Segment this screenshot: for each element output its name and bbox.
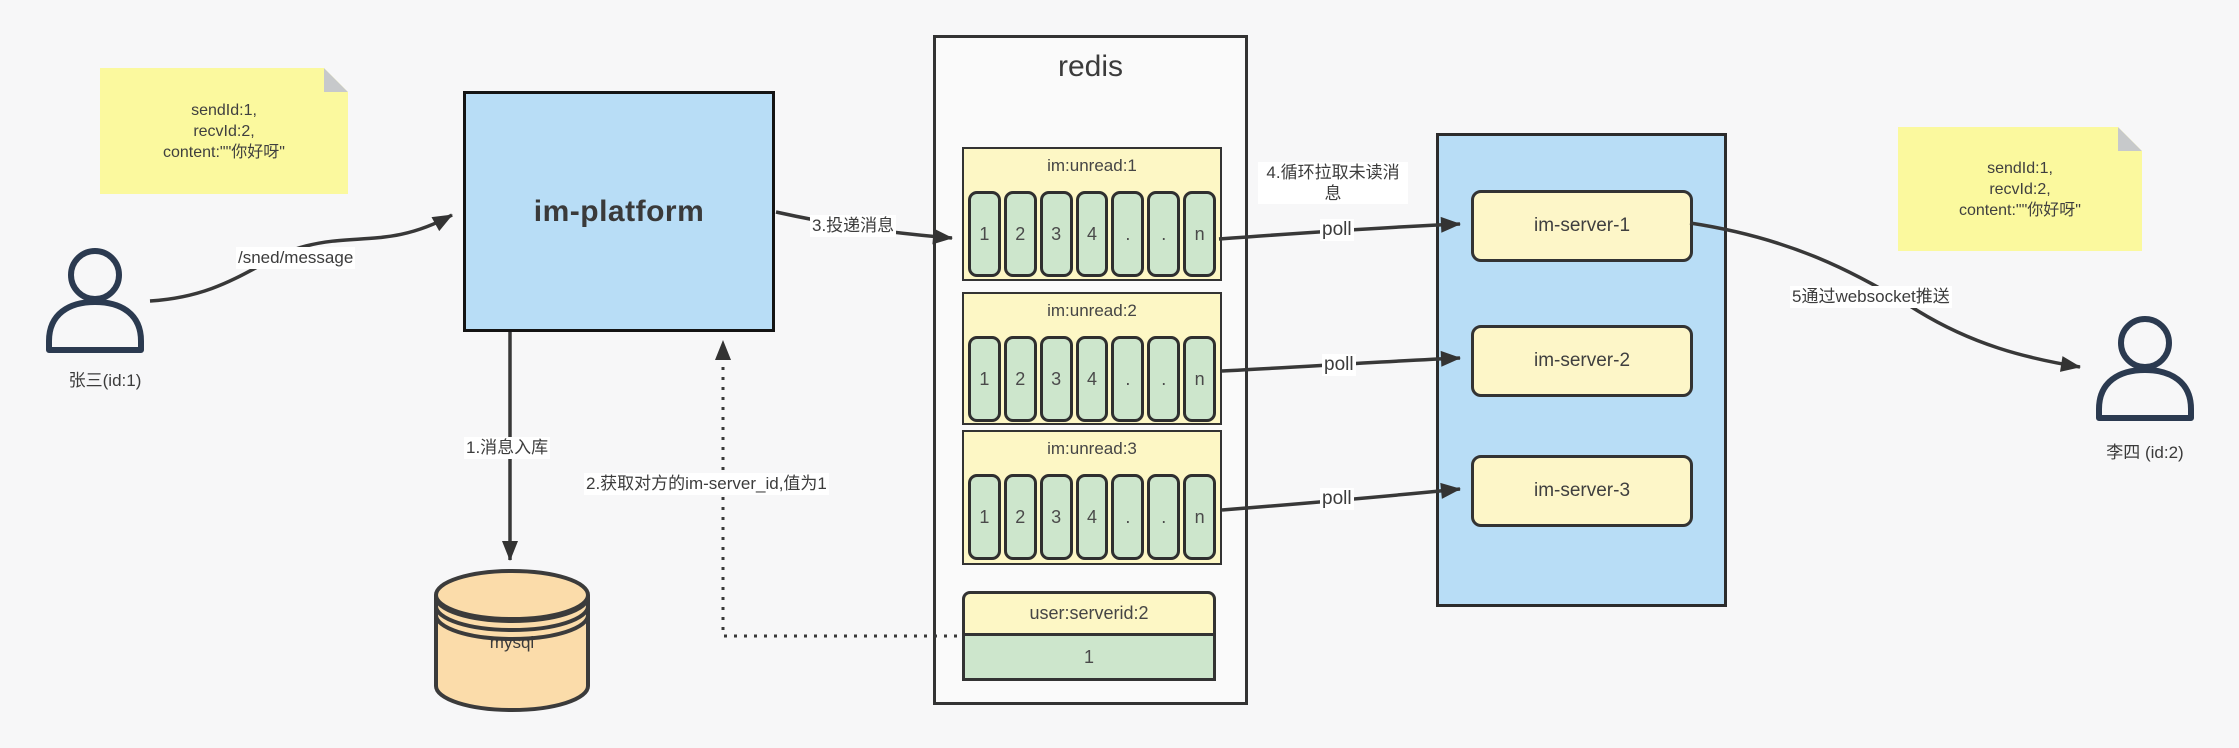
redis-queue-unread-2: im:unread:2 1 2 3 4 . . n — [962, 292, 1222, 425]
redis-container: redis im:unread:1 1 2 3 4 . . n im:unrea… — [933, 35, 1248, 705]
im-server-1-label: im-server-1 — [1533, 215, 1631, 236]
queue-cell: . — [1111, 474, 1145, 560]
queue-cells: 1 2 3 4 . . n — [968, 336, 1217, 422]
person-receiver-icon — [2090, 316, 2200, 424]
edge-label-poll-3: poll — [1320, 488, 1354, 510]
mysql-database-icon — [433, 568, 591, 716]
edge-label-step4: 4.循环拉取未读消息 — [1258, 162, 1408, 204]
user-serverid-header: user:serverid:2 — [962, 591, 1216, 636]
queue-cell: 2 — [1003, 191, 1037, 277]
redis-queue-unread-3: im:unread:3 1 2 3 4 . . n — [962, 430, 1222, 565]
queue-header: im:unread:1 — [1047, 156, 1137, 175]
queue-cells: 1 2 3 4 . . n — [968, 191, 1217, 277]
queue-cell: 1 — [968, 336, 1001, 422]
queue-header: im:unread:3 — [1047, 439, 1137, 458]
edge-label-poll-1: poll — [1320, 219, 1354, 241]
queue-cell: 2 — [1003, 336, 1037, 422]
redis-user-serverid-block: user:serverid:2 1 — [962, 591, 1216, 681]
queue-cell: 3 — [1039, 191, 1073, 277]
queue-cell: . — [1111, 336, 1145, 422]
queue-cell: 1 — [968, 474, 1001, 560]
im-server-3-box: im-server-3 — [1471, 455, 1693, 527]
queue-cell: n — [1183, 336, 1217, 422]
edge-label-step5: 5通过websocket推送 — [1790, 286, 1952, 308]
queue-cell: n — [1183, 191, 1217, 277]
im-platform-box: im-platform — [463, 91, 775, 332]
edge-label-step2: 2.获取对方的im-server_id,值为1 — [584, 473, 829, 495]
sticky-note-receiver-text: sendId:1, recvId:2, content:""你好呀" — [1959, 159, 2081, 219]
queue-cells: 1 2 3 4 . . n — [968, 474, 1217, 560]
queue-cell: 3 — [1039, 336, 1073, 422]
queue-cell: n — [1183, 474, 1217, 560]
redis-queue-unread-1: im:unread:1 1 2 3 4 . . n — [962, 147, 1222, 281]
im-server-2-label: im-server-2 — [1533, 350, 1631, 371]
queue-cell: 3 — [1039, 474, 1073, 560]
im-server-3-label: im-server-3 — [1533, 480, 1631, 501]
person-sender-icon — [40, 248, 150, 356]
sticky-note-sender-text: sendId:1, recvId:2, content:""你好呀" — [163, 101, 285, 161]
queue-cell: 1 — [968, 191, 1001, 277]
queue-cell: 4 — [1075, 474, 1109, 560]
edge-label-step1: 1.消息入库 — [464, 437, 551, 459]
redis-title: redis — [1057, 50, 1124, 83]
sticky-note-sender: sendId:1, recvId:2, content:""你好呀" — [100, 68, 348, 194]
mysql-label: mysql — [489, 633, 535, 652]
queue-cell: 2 — [1003, 474, 1037, 560]
queue-cell: . — [1147, 336, 1181, 422]
queue-cell: 4 — [1075, 191, 1109, 277]
queue-header: im:unread:2 — [1047, 301, 1137, 320]
person-sender-label: 张三(id:1) — [68, 371, 142, 390]
im-platform-label: im-platform — [533, 194, 705, 228]
edge-label-send-message: /sned/message — [236, 247, 356, 269]
person-receiver-label: 李四 (id:2) — [2106, 443, 2184, 462]
queue-cell: . — [1147, 191, 1181, 277]
user-serverid-value: 1 — [962, 636, 1216, 681]
im-server-group: im-server-1 im-server-2 im-server-3 — [1436, 133, 1727, 607]
im-server-1-box: im-server-1 — [1471, 190, 1693, 262]
edge-label-step3: 3.投递消息 — [810, 215, 897, 237]
queue-cell: . — [1147, 474, 1181, 560]
im-server-2-box: im-server-2 — [1471, 325, 1693, 397]
edge-label-poll-2: poll — [1322, 354, 1356, 376]
queue-cell: . — [1111, 191, 1145, 277]
queue-cell: 4 — [1075, 336, 1109, 422]
